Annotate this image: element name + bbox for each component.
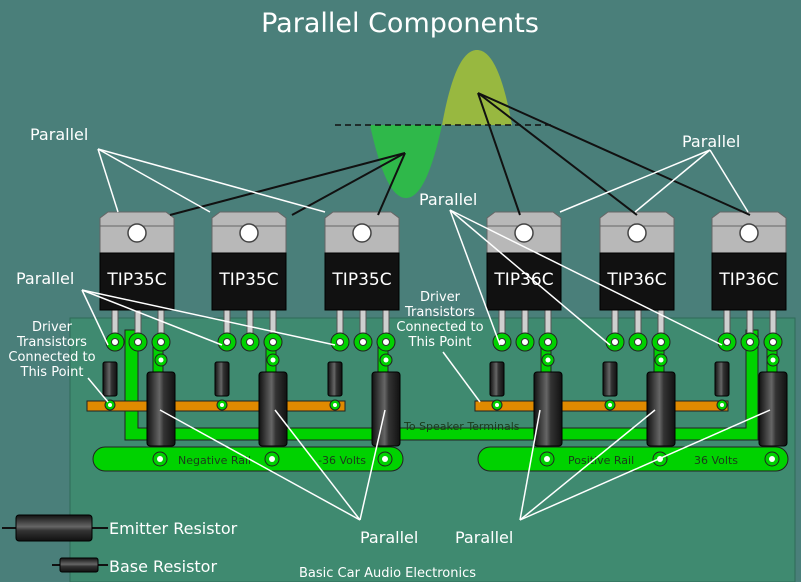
transistor-label: TIP36C bbox=[493, 270, 553, 290]
waveform-negative-half bbox=[370, 125, 442, 198]
mounting-hole-icon bbox=[514, 223, 534, 243]
emitter-resistor-icon bbox=[15, 514, 93, 542]
emitter-resistor bbox=[758, 371, 788, 467]
svg-text:This Point: This Point bbox=[408, 335, 472, 350]
legend-base-label: Base Resistor bbox=[109, 557, 217, 576]
base-resistor bbox=[489, 361, 505, 411]
solder-pads bbox=[105, 332, 783, 367]
base-resistor bbox=[327, 361, 343, 411]
transistor-3: TIP35C bbox=[324, 211, 400, 339]
transistor-6: TIP36C bbox=[711, 211, 787, 339]
transistor-group: TIP35C TIP35C TIP35C TIP36C TIP36C TIP36C bbox=[99, 211, 787, 339]
transistor-1: TIP35C bbox=[99, 211, 175, 339]
parallel-label-left: Parallel bbox=[16, 269, 74, 288]
mounting-hole-icon bbox=[739, 223, 759, 243]
svg-text:Connected to: Connected to bbox=[8, 350, 95, 365]
driver-note-left: Driver Transistors Connected to This Poi… bbox=[8, 320, 95, 380]
page-title: Parallel Components bbox=[261, 8, 539, 39]
parallel-label-bottom-left: Parallel bbox=[360, 528, 418, 547]
base-resistors bbox=[102, 361, 730, 411]
emitter-resistors bbox=[146, 371, 788, 467]
emitter-resistor bbox=[146, 371, 176, 467]
transistor-label: TIP35C bbox=[218, 270, 278, 290]
mounting-hole-icon bbox=[127, 223, 147, 243]
positive-volts-label: 36 Volts bbox=[694, 454, 738, 467]
svg-text:Driver: Driver bbox=[420, 290, 461, 305]
left-driver-trace bbox=[86, 400, 346, 412]
transistor-5: TIP36C bbox=[599, 211, 675, 339]
emitter-resistor bbox=[258, 371, 288, 467]
svg-text:Driver: Driver bbox=[32, 320, 73, 335]
parallel-label-top-left: Parallel bbox=[30, 125, 88, 144]
svg-text:This Point: This Point bbox=[20, 365, 84, 380]
negative-rail-label: Negative Rail bbox=[178, 454, 251, 467]
legend-emitter-label: Emitter Resistor bbox=[109, 519, 238, 538]
driver-note-right: Driver Transistors Connected to This Poi… bbox=[396, 290, 483, 350]
emitter-resistor bbox=[533, 371, 563, 467]
mounting-hole-icon bbox=[352, 223, 372, 243]
legend-emitter: Emitter Resistor bbox=[2, 514, 238, 542]
speaker-terminals-label: To Speaker Terminals bbox=[403, 420, 520, 433]
base-resistor bbox=[214, 361, 230, 411]
mounting-hole-icon bbox=[239, 223, 259, 243]
positive-rail-label: Positive Rail bbox=[568, 454, 634, 467]
base-resistor-icon bbox=[59, 557, 99, 573]
waveform-connector-lines bbox=[169, 92, 751, 216]
transistor-label: TIP35C bbox=[106, 270, 166, 290]
output-trace bbox=[124, 329, 759, 441]
svg-text:Connected to: Connected to bbox=[396, 320, 483, 335]
transistor-label: TIP36C bbox=[606, 270, 666, 290]
emitter-resistor bbox=[371, 371, 401, 467]
footer-text: Basic Car Audio Electronics bbox=[299, 566, 476, 581]
base-resistor bbox=[102, 361, 118, 411]
negative-volts-label: -36 Volts bbox=[318, 454, 366, 467]
svg-text:Transistors: Transistors bbox=[16, 335, 87, 350]
right-driver-trace bbox=[474, 400, 729, 412]
transistor-label: TIP36C bbox=[718, 270, 778, 290]
transistor-label: TIP35C bbox=[331, 270, 391, 290]
svg-text:Transistors: Transistors bbox=[404, 305, 475, 320]
transistor-2: TIP35C bbox=[211, 211, 287, 339]
base-resistor bbox=[602, 361, 618, 411]
mounting-hole-icon bbox=[627, 223, 647, 243]
parallel-pointer-lines bbox=[81, 148, 771, 521]
parallel-label-middle: Parallel bbox=[419, 190, 477, 209]
positive-rail: Positive Rail 36 Volts bbox=[477, 446, 789, 472]
waveform-positive-half bbox=[442, 50, 512, 125]
parallel-label-bottom-right: Parallel bbox=[455, 528, 513, 547]
parallel-label-top-right: Parallel bbox=[682, 132, 740, 151]
legend-base: Base Resistor bbox=[52, 557, 217, 576]
base-resistor bbox=[714, 361, 730, 411]
